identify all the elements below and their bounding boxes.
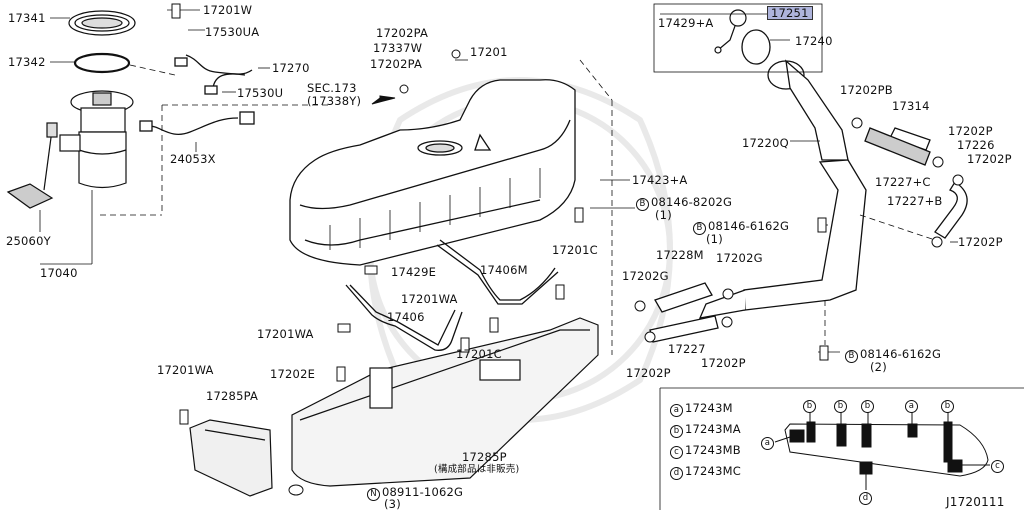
label-17201wa-left: 17201WA bbox=[257, 327, 314, 341]
label-17202g-left: 17202G bbox=[622, 269, 669, 283]
label-17201c-upper: 17201C bbox=[552, 243, 598, 257]
label-not-sold-separately-note: (構成部品は非販売) bbox=[434, 464, 520, 475]
filler-cap bbox=[714, 9, 747, 54]
label-17201: 17201 bbox=[470, 45, 508, 59]
legend-key-b: b bbox=[670, 425, 683, 438]
label-17202p-right1: 17202P bbox=[948, 124, 993, 138]
diagram-id: J1720111 bbox=[946, 495, 1005, 509]
label-17337w: 17337W bbox=[373, 41, 423, 55]
inset-callout-a-left: a bbox=[761, 435, 776, 450]
label-17202p-right3: 17202P bbox=[958, 235, 1003, 249]
label-17202pa-lower: 17202PA bbox=[370, 57, 423, 71]
label-17429a: 17429+A bbox=[658, 16, 714, 30]
label-qty-3: (3) bbox=[384, 497, 401, 510]
skid-plate bbox=[291, 317, 599, 487]
label-17040: 17040 bbox=[40, 266, 78, 280]
label-qty-1a: (1) bbox=[655, 208, 672, 222]
label-17201c-lower: 17201C bbox=[456, 347, 502, 361]
label-sec173: SEC.173 bbox=[307, 81, 357, 95]
label-17227: 17227 bbox=[668, 342, 706, 356]
inset-callout-b4: b bbox=[941, 398, 956, 413]
wire-harness bbox=[139, 54, 255, 135]
label-17429e: 17429E bbox=[391, 265, 437, 279]
inset-callout-b2: b bbox=[834, 398, 849, 413]
leader-lines bbox=[39, 3, 1024, 510]
label-17201wa-middle: 17201WA bbox=[401, 292, 458, 306]
label-17226: 17226 bbox=[957, 138, 995, 152]
label-17285pa: 17285PA bbox=[206, 389, 259, 403]
inset-callout-b1: b bbox=[803, 398, 818, 413]
inset-callout-c: c bbox=[991, 458, 1006, 473]
label-17314: 17314 bbox=[892, 99, 930, 113]
clip-inset-diagram bbox=[774, 412, 990, 490]
label-17227b: 17227+B bbox=[887, 194, 943, 208]
label-qty-2: (2) bbox=[870, 360, 887, 374]
sec-arrow-icon bbox=[371, 95, 396, 105]
circle-n-badge: N bbox=[367, 488, 380, 501]
label-17240: 17240 bbox=[795, 34, 833, 48]
breather-hoses bbox=[649, 127, 968, 343]
label-17202p-bottom1: 17202P bbox=[626, 366, 671, 380]
circle-b-badge: B bbox=[845, 350, 858, 363]
heat-shield bbox=[189, 419, 273, 497]
label-17202p-bottom2: 17202P bbox=[701, 356, 746, 370]
inset-callout-b3: b bbox=[861, 398, 876, 413]
circle-b-badge: B bbox=[693, 222, 706, 235]
label-17201w: 17201W bbox=[203, 3, 253, 17]
label-17342: 17342 bbox=[8, 55, 46, 69]
label-17220q: 17220Q bbox=[742, 136, 789, 150]
fuel-tank bbox=[289, 79, 576, 266]
label-17251-highlighted: 17251 bbox=[767, 6, 813, 20]
label-17202pa-upper: 17202PA bbox=[376, 26, 429, 40]
label-17341: 17341 bbox=[8, 11, 46, 25]
label-17285p: 17285P bbox=[462, 450, 507, 464]
label-17530ua: 17530UA bbox=[205, 25, 260, 39]
label-17202g-right: 17202G bbox=[716, 251, 763, 265]
inset-callout-a-top: a bbox=[905, 398, 920, 413]
label-17338y: (17338Y) bbox=[307, 94, 362, 108]
label-17406: 17406 bbox=[387, 310, 425, 324]
label-17202p-right2: 17202P bbox=[967, 152, 1012, 166]
tank-straps bbox=[345, 239, 559, 351]
label-17228m: 17228M bbox=[656, 248, 704, 262]
fuel-pump-module bbox=[6, 10, 136, 209]
label-17270: 17270 bbox=[272, 61, 310, 75]
fastener-icons bbox=[171, 3, 964, 496]
legend-key-c: c bbox=[670, 446, 683, 459]
label-qty-1b: (1) bbox=[706, 232, 723, 246]
legend-key-d: d bbox=[670, 467, 683, 480]
inset-callout-d: d bbox=[859, 490, 874, 505]
label-24053x: 24053X bbox=[170, 152, 216, 166]
filler-neck bbox=[698, 29, 867, 319]
label-25060y: 25060Y bbox=[6, 234, 51, 248]
label-17201wa-bottom: 17201WA bbox=[157, 363, 214, 377]
label-17406m: 17406M bbox=[480, 263, 528, 277]
label-17202pb: 17202PB bbox=[840, 83, 893, 97]
circle-b-badge: B bbox=[636, 198, 649, 211]
label-17227c: 17227+C bbox=[875, 175, 931, 189]
label-17202e: 17202E bbox=[270, 367, 316, 381]
label-17530u: 17530U bbox=[237, 86, 284, 100]
label-17423a: 17423+A bbox=[632, 173, 688, 187]
legend-key-a: a bbox=[670, 404, 683, 417]
